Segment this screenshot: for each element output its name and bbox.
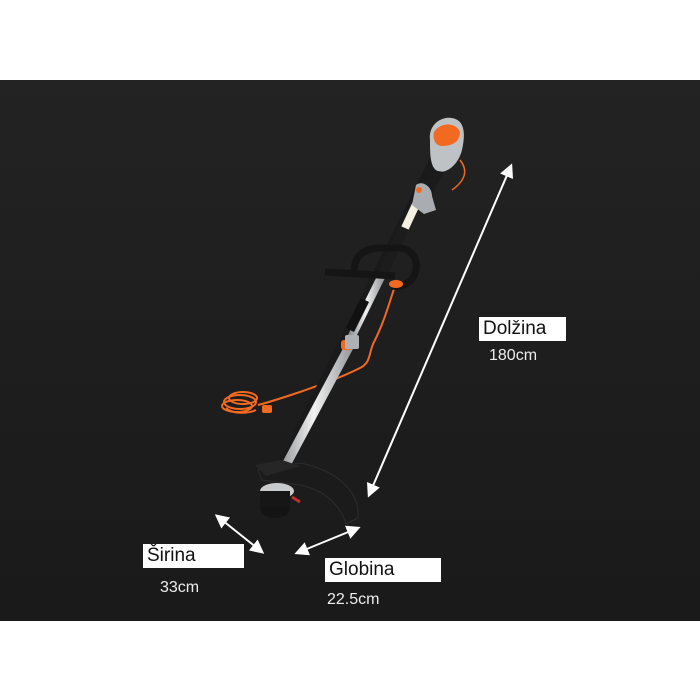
plug bbox=[262, 405, 272, 413]
length-value: 180cm bbox=[489, 347, 538, 364]
length-label: Dolžina bbox=[479, 317, 566, 341]
width-value: 33cm bbox=[160, 579, 200, 596]
width-label: Širina bbox=[143, 544, 244, 568]
dimension-arrows bbox=[214, 163, 513, 556]
motor-housing bbox=[412, 117, 464, 214]
depth-label: Globina bbox=[325, 558, 441, 582]
depth-arrow bbox=[294, 525, 361, 556]
depth-value: 22.5cm bbox=[327, 591, 380, 608]
width-arrow bbox=[214, 514, 265, 554]
trimmer-head bbox=[255, 460, 359, 525]
length-arrow bbox=[367, 163, 513, 498]
